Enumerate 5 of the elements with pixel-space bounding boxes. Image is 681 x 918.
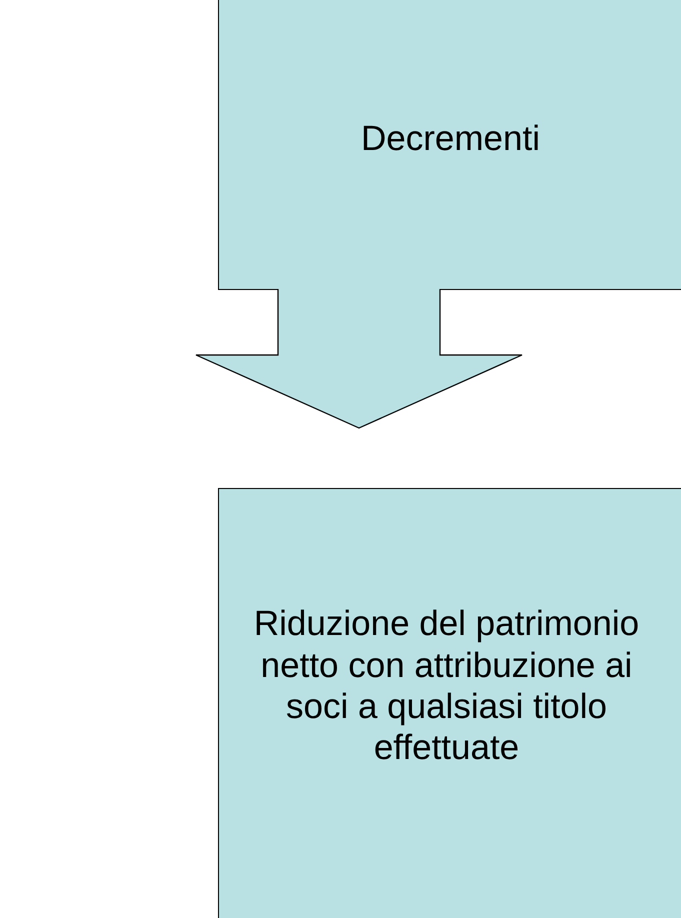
block-arrow [195,288,523,429]
process-box [218,0,681,290]
process-box [218,488,681,918]
box-text: Riduzione del patrimonio netto con attribuzione ai soci a qualsiasi titolo effettuate [252,603,640,769]
box-text: Decrementi [361,118,540,160]
